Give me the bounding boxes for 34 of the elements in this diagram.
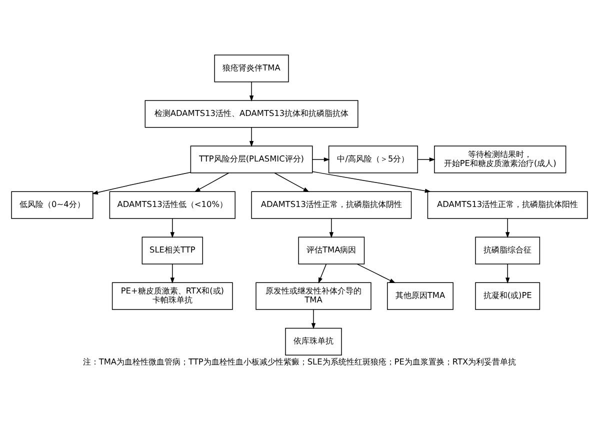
arrow [312,156,330,162]
arrow [329,218,334,238]
node-box: ADAMTS13活性正常，抗磷脂抗体阳性 [427,190,588,218]
node-box: PE+糖皮质激素、RTX和(或)卡帕珠单抗 [112,282,233,310]
arrow [170,263,174,284]
arrow [311,308,316,329]
arrow [249,126,254,147]
arrow [194,172,230,192]
caption: 注：TMA为血栓性微血管病；TTP为血栓性血小板减少性紫癜；SLE为系统性红斑狼疮；PE为血浆置换；RTX为利妥昔单抗 [82,356,516,366]
arrow [356,263,396,283]
arrow [417,156,436,162]
arrow [249,81,254,101]
node-box: 低风险（0~4分） [11,190,94,218]
node-box: 中/高风险（＞5分） [328,145,418,173]
node-box: 抗磷脂综合征 [475,236,540,264]
node-box: ADAMTS13活性低（<10%） [109,190,236,218]
arrow [312,170,431,192]
arrow [506,218,510,238]
arrow [274,172,310,192]
arrow [506,263,510,284]
node-box: 等待检测结果时，开始PE和糖皮质激素治疗(成人) [434,145,566,173]
node-box: 依库珠单抗 [285,327,342,355]
node-box: 原发性或继发性补体介导的TMA [256,282,372,310]
arrow [170,218,174,238]
node-box: 狼疮肾炎伴TMA [214,54,289,82]
node-box: TTP风险分层(PLASMIC评分) [190,145,313,173]
node-box: 检测ADAMTS13活性、ADAMTS13抗体和抗磷脂抗体 [144,100,358,128]
node-box: SLE相关TTP [142,236,204,264]
node-box: 评估TMA病因 [298,236,365,264]
node-box: 抗凝和(或)PE [475,282,540,310]
node-box: ADAMTS13活性正常，抗磷脂抗体阴性 [251,190,412,218]
arrow [318,263,327,284]
node-box: 其他原因TMA [387,282,454,310]
arrow [92,171,191,194]
